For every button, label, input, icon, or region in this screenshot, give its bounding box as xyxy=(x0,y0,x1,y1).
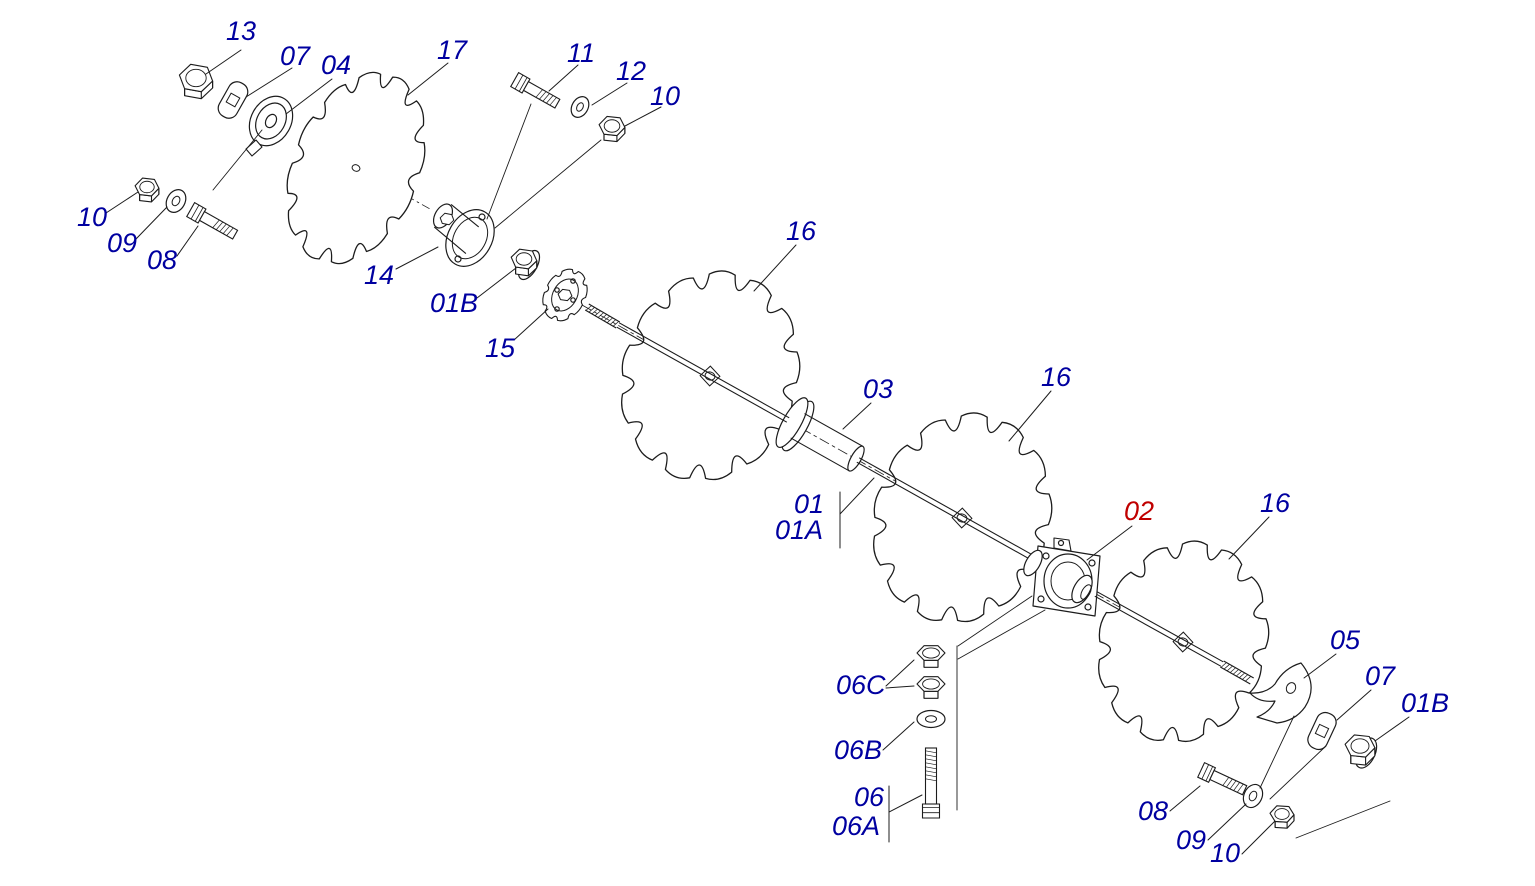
part-label-08a: 08 xyxy=(147,245,178,275)
hex-nut-06C-upper xyxy=(916,645,946,668)
part-label-15: 15 xyxy=(485,333,516,363)
part-label-10b: 10 xyxy=(77,202,108,232)
disc-blade-17 xyxy=(286,71,426,265)
part-label-11: 11 xyxy=(567,38,596,68)
spacer-spool-03 xyxy=(775,397,865,472)
part-label-10c: 10 xyxy=(1210,838,1241,868)
part-label-16a: 16 xyxy=(786,216,817,246)
leader-lines xyxy=(105,49,1410,855)
part-label-01Ba: 01B xyxy=(430,288,479,318)
part-label-12: 12 xyxy=(616,56,647,86)
part-label-13: 13 xyxy=(226,16,257,46)
flange-nut-01B-mid xyxy=(510,248,541,281)
washer-12 xyxy=(570,96,590,118)
bearing-cap-04 xyxy=(245,95,294,157)
part-label-10a: 10 xyxy=(650,81,681,111)
keeper-plate-07-left xyxy=(217,81,249,119)
hex-bolt-08-right xyxy=(1197,761,1248,796)
part-label-04: 04 xyxy=(321,50,352,80)
bearing-housing-02 xyxy=(1023,537,1101,617)
part-label-07a: 07 xyxy=(280,41,311,71)
disc-blade-16-first xyxy=(621,270,801,481)
disc-blade-16-second xyxy=(873,412,1053,623)
part-label-06B: 06B xyxy=(834,735,883,765)
part-label-01Bb: 01B xyxy=(1401,688,1450,718)
part-label-17: 17 xyxy=(437,35,468,65)
part-label-03: 03 xyxy=(863,374,894,404)
part-label-02: 02 xyxy=(1124,496,1155,526)
part-label-16b: 16 xyxy=(1041,362,1072,392)
washer-09-left xyxy=(165,189,187,213)
part-label-05: 05 xyxy=(1330,625,1361,655)
flange-nut-01B-right xyxy=(1344,734,1378,769)
part-label-08b: 08 xyxy=(1138,796,1169,826)
drive-flange-15 xyxy=(542,268,588,322)
scraper-05 xyxy=(1249,662,1312,724)
hub-14 xyxy=(432,203,495,267)
hex-nut-13 xyxy=(178,63,214,100)
part-label-06A: 06A xyxy=(832,811,881,841)
hex-nut-10-top xyxy=(598,115,626,143)
part-label-09b: 09 xyxy=(1176,825,1207,855)
part-label-16c: 16 xyxy=(1260,488,1291,518)
part-label-06C: 06C xyxy=(836,670,886,700)
part-label-06: 06 xyxy=(854,782,885,812)
hex-nut-10-left xyxy=(134,177,160,203)
hex-nut-10-right xyxy=(1269,805,1295,829)
assembly-lines xyxy=(212,103,1391,839)
part-label-14: 14 xyxy=(364,260,395,290)
gang-bolt-01-01A xyxy=(616,322,1042,565)
part-label-01A: 01A xyxy=(775,515,824,545)
keeper-plate-07-right xyxy=(1307,711,1337,751)
part-label-09a: 09 xyxy=(107,228,138,258)
disc-blade-16-third xyxy=(1098,540,1270,743)
hex-nut-06C-lower xyxy=(916,676,946,699)
axle-thread-rear xyxy=(1220,660,1254,685)
axle-thread-front xyxy=(584,303,621,329)
washer-06B xyxy=(916,709,946,729)
part-label-01: 01 xyxy=(794,489,825,519)
washer-09-right xyxy=(1242,783,1264,809)
hex-bolt-08-left xyxy=(185,201,239,240)
part-label-07b: 07 xyxy=(1365,661,1396,691)
gang-bolt-rear xyxy=(1094,591,1224,667)
hex-bolt-06-06A xyxy=(921,747,941,819)
hex-bolt-11 xyxy=(509,71,561,109)
